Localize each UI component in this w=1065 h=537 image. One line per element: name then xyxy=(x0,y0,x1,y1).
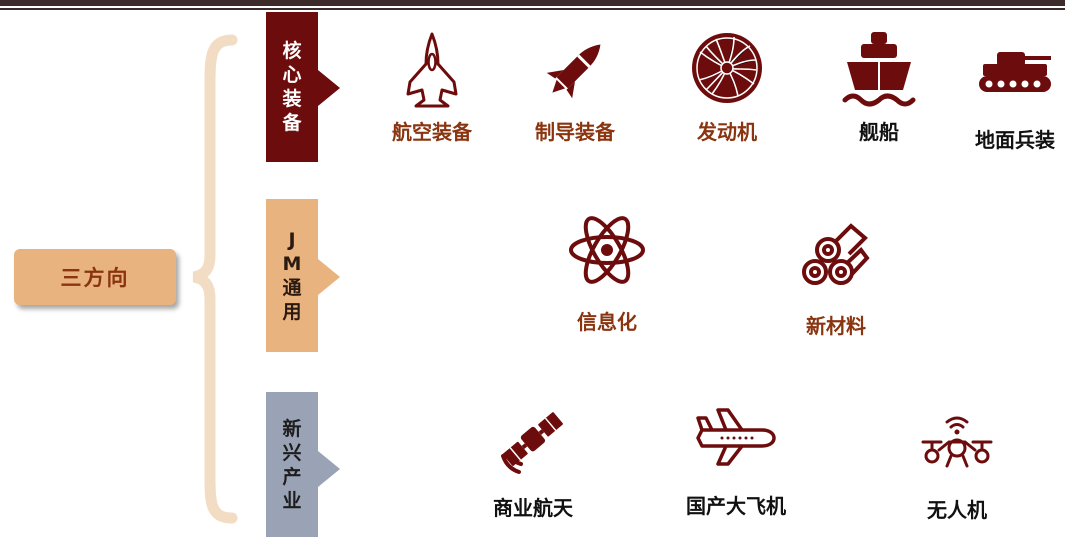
header-rule-thin xyxy=(0,8,1065,10)
category-char: 核 xyxy=(282,40,302,62)
item-aviation-equipment: 航空装备 xyxy=(384,30,480,145)
item-domestic-airliner: 国产大飞机 xyxy=(674,406,798,519)
category-char: 用 xyxy=(282,300,302,323)
category-char: 装 xyxy=(282,88,302,110)
category-char: 产 xyxy=(282,465,302,488)
category-char: 兴 xyxy=(282,441,302,464)
item-label: 商业航天 xyxy=(493,496,573,520)
category-char: 心 xyxy=(282,64,302,86)
arrow-general xyxy=(318,259,340,295)
item-commercial-space: 商业航天 xyxy=(485,406,581,521)
item-label: 发动机 xyxy=(697,120,757,144)
category-char: J xyxy=(288,228,296,251)
category-char: 备 xyxy=(282,112,302,134)
item-guided-weapons: 制导装备 xyxy=(527,30,623,145)
category-core-equipment: 核 心 装 备 xyxy=(266,12,318,162)
item-label: 国产大飞机 xyxy=(686,494,786,518)
ship-icon xyxy=(842,32,916,107)
item-drone: 无人机 xyxy=(912,412,1002,523)
missile-icon xyxy=(546,44,601,99)
engine-fan-icon xyxy=(692,33,762,103)
fighter-jet-icon xyxy=(406,32,458,108)
atom-icon xyxy=(569,216,645,284)
item-informatization: 信息化 xyxy=(564,210,650,335)
satellite-icon xyxy=(501,412,563,474)
item-label: 新材料 xyxy=(806,314,866,338)
material-rolls-icon xyxy=(802,223,870,285)
arrow-emerging xyxy=(318,451,340,487)
item-label: 制导装备 xyxy=(535,120,615,144)
airliner-icon xyxy=(696,408,776,466)
category-char: 业 xyxy=(282,489,302,512)
item-ground-weapons: 地面兵装 xyxy=(965,42,1065,153)
item-label: 舰船 xyxy=(859,120,899,144)
category-char: M xyxy=(282,252,302,275)
item-new-materials: 新材料 xyxy=(793,218,879,339)
category-emerging-industry: 新 兴 产 业 xyxy=(266,392,318,537)
tank-icon xyxy=(979,52,1051,92)
drone-icon xyxy=(921,416,993,468)
item-label: 航空装备 xyxy=(392,120,472,144)
item-label: 地面兵装 xyxy=(975,128,1055,152)
item-engine: 发动机 xyxy=(682,28,772,145)
item-naval-vessel: 舰船 xyxy=(834,28,924,145)
item-label: 信息化 xyxy=(577,310,637,334)
item-label: 无人机 xyxy=(927,498,987,522)
header-rule xyxy=(0,0,1065,6)
arrow-core xyxy=(318,70,340,106)
category-char: 新 xyxy=(282,417,302,440)
category-jm-general: J M 通 用 xyxy=(266,199,318,352)
root-node: 三方向 xyxy=(14,249,176,305)
category-char: 通 xyxy=(282,276,302,299)
